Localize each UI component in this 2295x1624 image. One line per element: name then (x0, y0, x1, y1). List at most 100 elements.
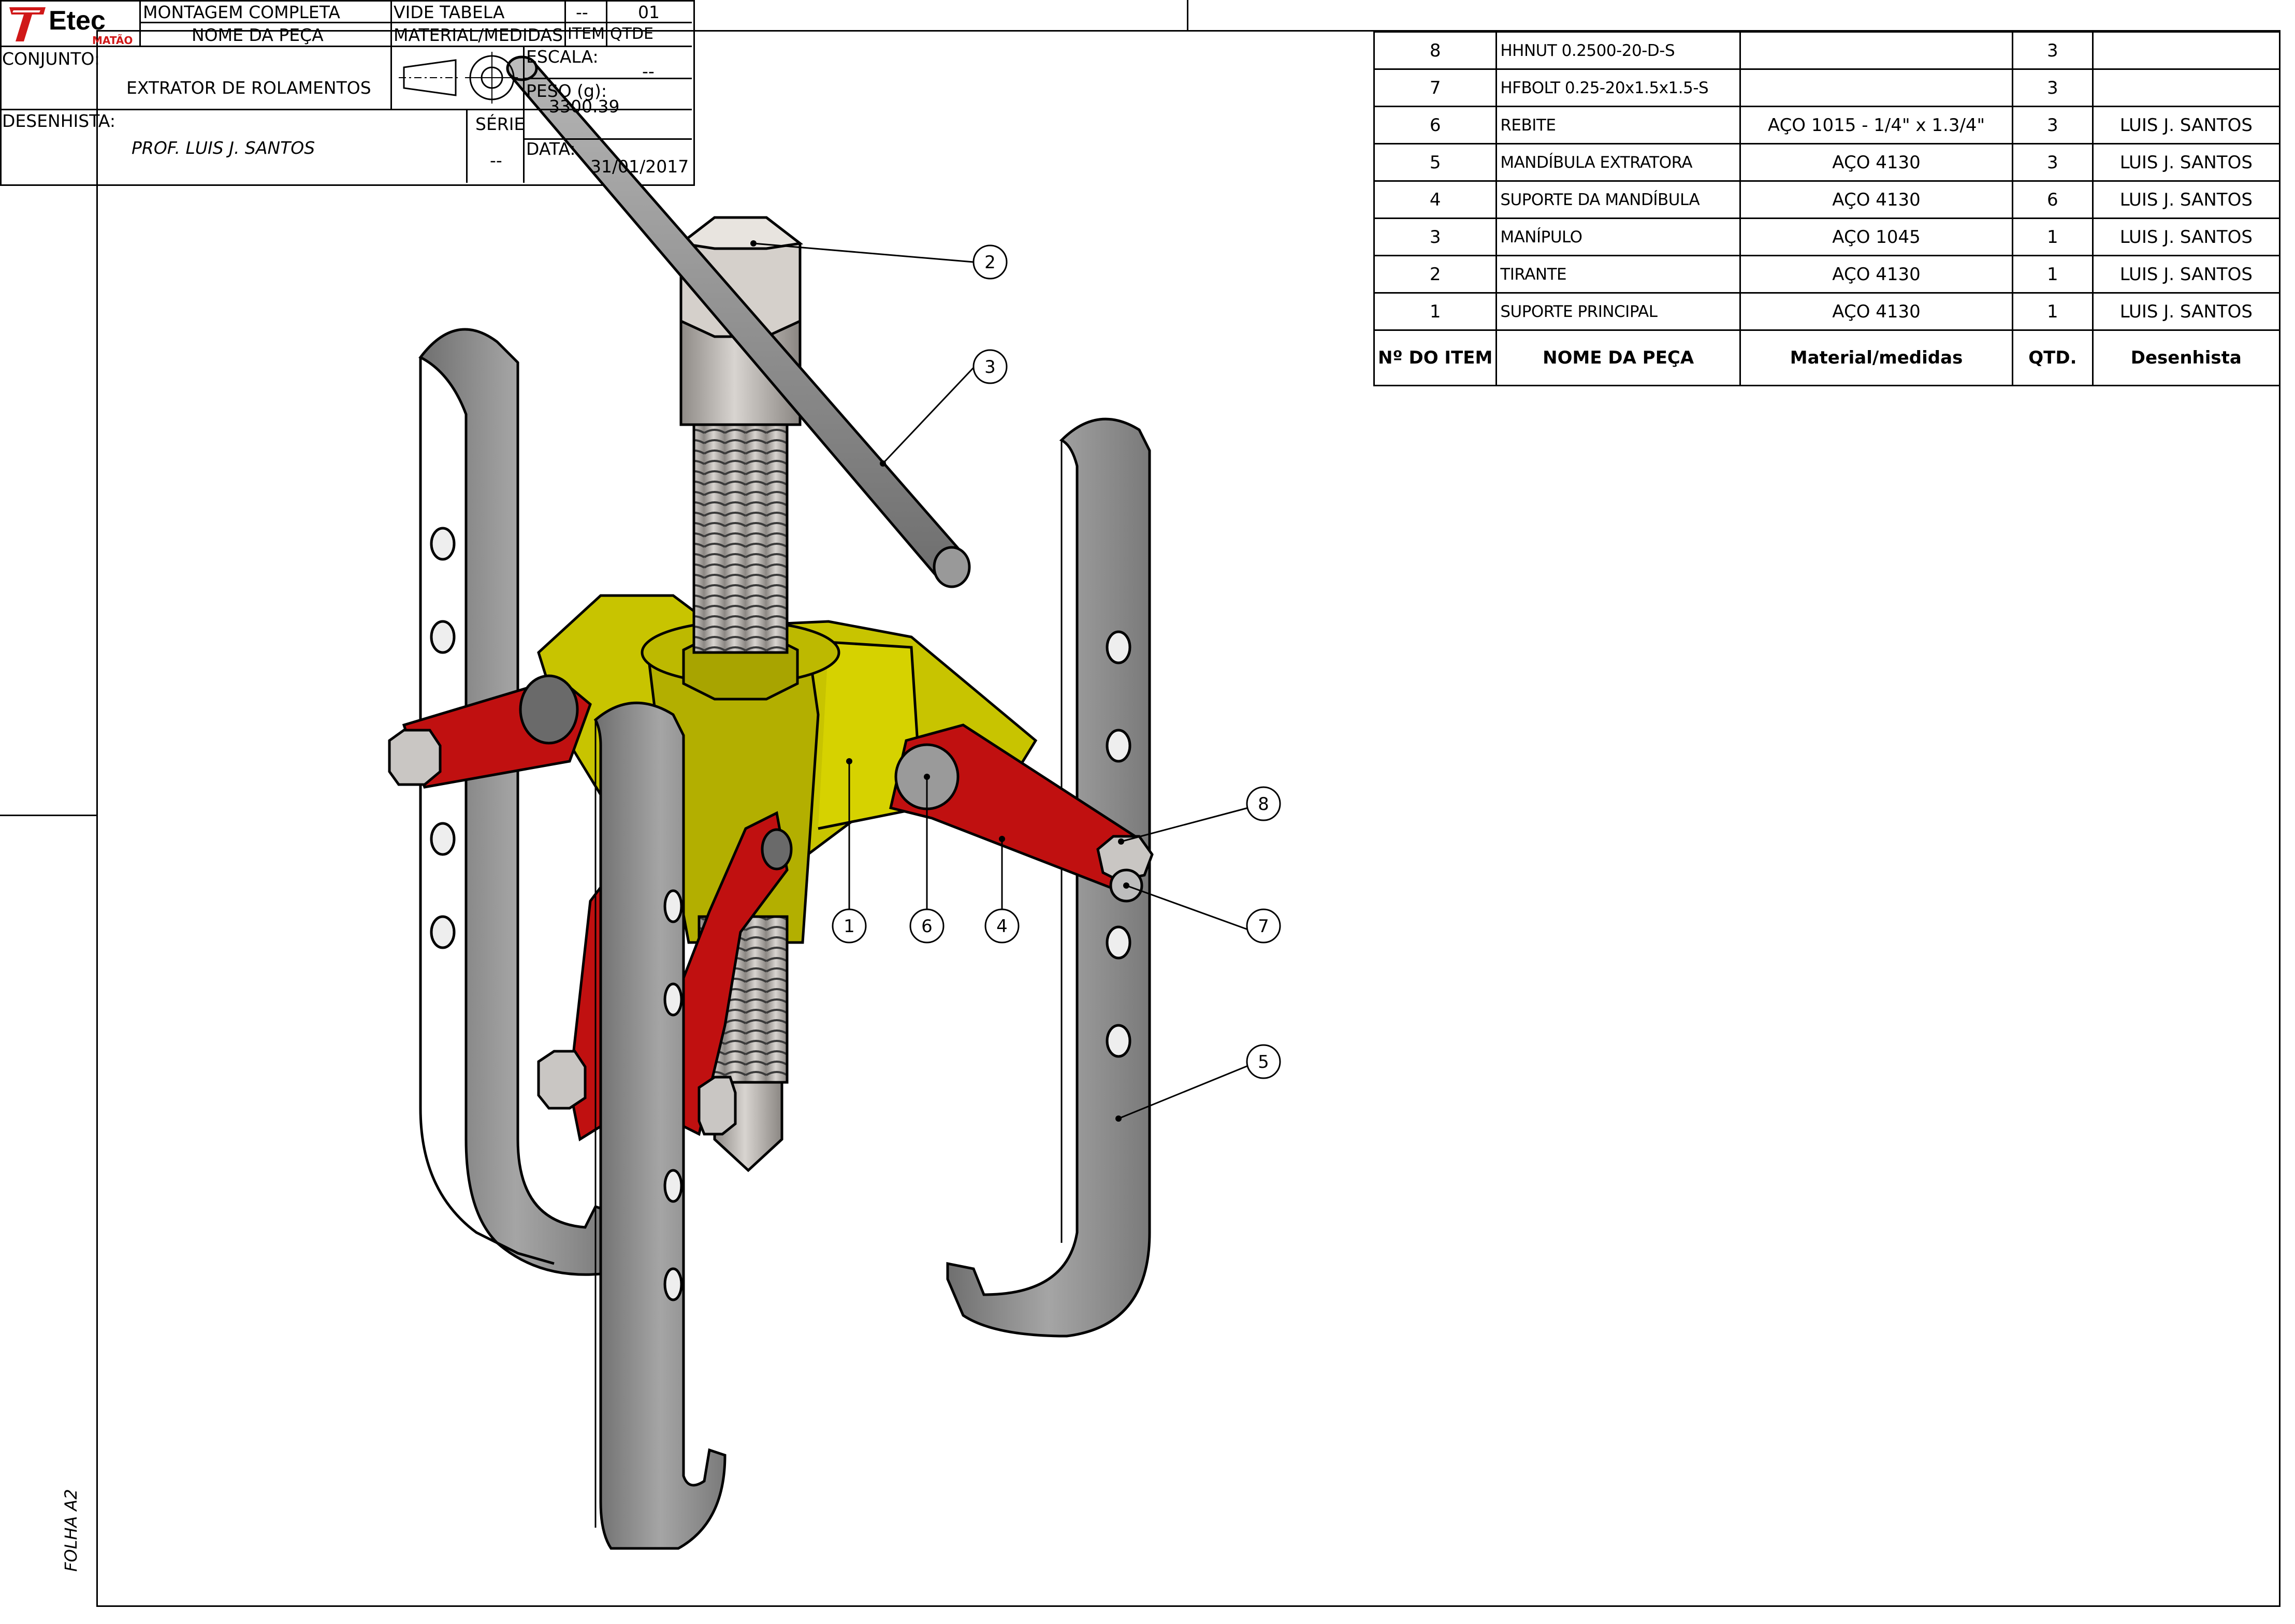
projection-symbol-icon (399, 52, 518, 104)
bom-material (1739, 68, 2014, 107)
bom-qty: 3 (2012, 143, 2094, 182)
peso-label: PESO (g): (526, 81, 607, 101)
bom-part-name: TIRANTE (1495, 255, 1741, 294)
title-block: Etec MATÃO MONTAGEM COMPLETA NOME DA PEÇ… (0, 0, 695, 186)
nome-peca-label: NOME DA PEÇA (192, 25, 324, 45)
etec-logo-subtext: MATÃO (92, 34, 133, 47)
montagem-label: MONTAGEM COMPLETA (143, 2, 340, 22)
leader-dots (750, 240, 1129, 1122)
etec-logo: Etec MATÃO (4, 3, 134, 47)
balloon-1 (832, 908, 867, 944)
conjunto-label: CONJUNTO: (2, 49, 100, 69)
bom-qty: 3 (2012, 106, 2094, 144)
balloon-6 (909, 908, 945, 944)
bom-material (1739, 31, 2014, 70)
balloon-3 (972, 349, 1008, 384)
bom-qty: 1 (2012, 292, 2094, 331)
bom-part-name: HHNUT 0.2500-20-D-S (1495, 31, 1741, 70)
balloon-2-label: 2 (984, 252, 996, 273)
jaw-back-left (418, 328, 613, 1276)
balloon-6-label: 6 (921, 916, 933, 937)
bom-part-name: REBITE (1495, 106, 1741, 144)
balloon-4-label: 4 (996, 916, 1008, 937)
bom-material: AÇO 4130 (1739, 180, 2014, 219)
vide-tabela-label: VIDE TABELA (394, 2, 505, 22)
material-label: MATERIAL/MEDIDAS (394, 25, 563, 45)
bom-designer: LUIS J. SANTOS (2091, 106, 2281, 144)
fasteners (388, 729, 1154, 1136)
balloon-7-label: 7 (1258, 916, 1269, 937)
item-label: ITEM (568, 25, 605, 43)
data-value: 31/01/2017 (590, 156, 689, 177)
serie-value: -- (490, 150, 502, 170)
bom-qty: 1 (2012, 218, 2094, 256)
data-label: DATA: (526, 139, 576, 159)
item-value: -- (576, 2, 588, 22)
bom-material: AÇO 4130 (1739, 292, 2014, 331)
bom-designer: LUIS J. SANTOS (2091, 218, 2281, 256)
bom-part-name: HFBOLT 0.25-20x1.5x1.5-S (1495, 68, 1741, 107)
bom-header-material: Material/medidas (1739, 329, 2014, 386)
balloon-8-label: 8 (1258, 794, 1269, 815)
etec-logo-mark (9, 7, 46, 41)
qtde-label: QTDE (610, 25, 653, 43)
bom-header-name: NOME DA PEÇA (1495, 329, 1741, 386)
balloon-5-label: 5 (1258, 1052, 1269, 1072)
bom-part-name: SUPORTE PRINCIPAL (1495, 292, 1741, 331)
bom-item-number: 4 (1373, 180, 1498, 219)
bom-designer (2091, 68, 2281, 107)
bom-qty: 1 (2012, 255, 2094, 294)
balloon-4 (984, 908, 1020, 944)
sheet-border-right (2279, 30, 2281, 1607)
balloon-8 (1246, 786, 1281, 821)
center-mark-top (1187, 0, 1188, 30)
t-handle (506, 55, 971, 588)
desenhista-value: PROF. LUIS J. SANTOS (132, 138, 315, 158)
bom-material: AÇO 1015 - 1/4" x 1.3/4" (1739, 106, 2014, 144)
bom-item-number: 7 (1373, 68, 1498, 107)
bom-designer: LUIS J. SANTOS (2091, 143, 2281, 182)
bom-material: AÇO 4130 (1739, 143, 2014, 182)
center-mark-left (0, 815, 96, 816)
bom-designer: LUIS J. SANTOS (2091, 255, 2281, 294)
jaw-support-arms (402, 674, 1141, 1142)
bom-qty: 3 (2012, 68, 2094, 107)
balloon-2 (972, 244, 1008, 280)
bom-material: AÇO 1045 (1739, 218, 2014, 256)
leader-lines (753, 242, 1248, 1120)
balloon-7 (1246, 908, 1281, 944)
bom-item-number: 2 (1373, 255, 1498, 294)
balloon-1-label: 1 (844, 916, 855, 937)
jaw-back-right (946, 417, 1151, 1338)
bom-item-number: 6 (1373, 106, 1498, 144)
balloon-3-label: 3 (984, 357, 996, 378)
bom-header-item: Nº DO ITEM (1373, 329, 1498, 386)
bom-part-name: MANDÍBULA EXTRATORA (1495, 143, 1741, 182)
bom-qty: 6 (2012, 180, 2094, 219)
jaw-front (593, 701, 727, 1550)
peso-value: 3300.39 (549, 96, 620, 117)
sheet-border-top (96, 30, 2281, 32)
escala-label: ESCALA: (526, 47, 599, 67)
balloon-5 (1246, 1044, 1281, 1079)
bom-item-number: 8 (1373, 31, 1498, 70)
escala-value: -- (642, 61, 655, 81)
bom-item-number: 3 (1373, 218, 1498, 256)
sheet-border-left (96, 30, 98, 1607)
bom-designer: LUIS J. SANTOS (2091, 292, 2281, 331)
bom-material: AÇO 4130 (1739, 255, 2014, 294)
bom-header-row: Nº DO ITEM NOME DA PEÇA Material/medidas… (1373, 329, 2281, 386)
etec-logo-text: Etec (49, 6, 106, 36)
qtde-value: 01 (638, 2, 660, 22)
desenhista-label: DESENHISTA: (2, 111, 115, 131)
sheet-border-bottom (96, 1605, 2281, 1607)
